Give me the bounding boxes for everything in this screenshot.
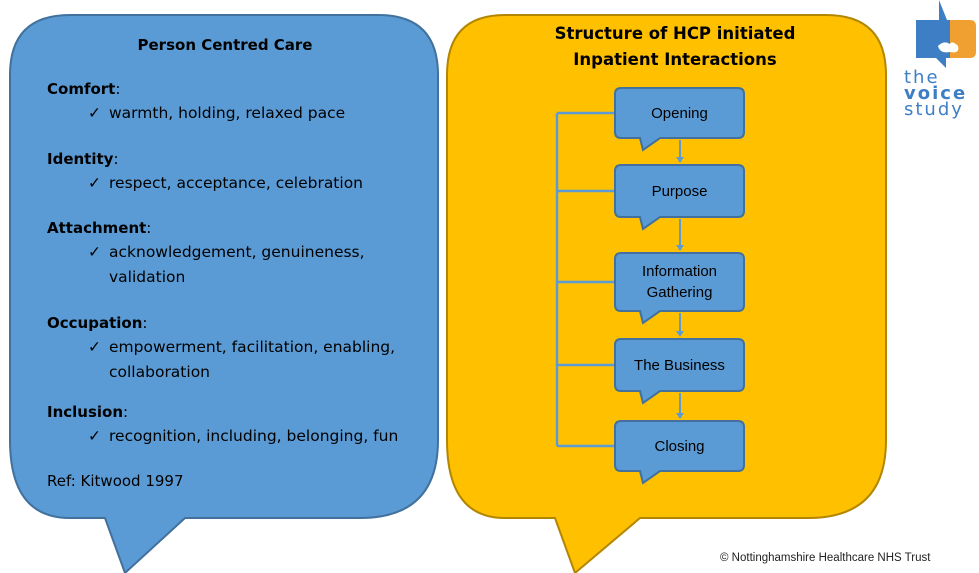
- reference-text: Ref: Kitwood 1997: [47, 472, 184, 490]
- flow-arrowhead: [676, 157, 684, 163]
- flow-step-label: Purpose: [651, 182, 708, 200]
- logo-text-study: study: [904, 99, 964, 120]
- flow-step-label: Closing: [654, 437, 705, 455]
- flow-step-box: [614, 338, 745, 405]
- colon: :: [123, 403, 129, 421]
- category-name: Comfort: [47, 80, 116, 98]
- left-panel-title: Person Centred Care: [137, 36, 313, 54]
- category-identity: Identity:: [47, 150, 119, 168]
- logo-text-voice: voice: [904, 83, 968, 104]
- item-identity: ✓ respect, acceptance, celebration: [88, 171, 418, 196]
- category-occupation: Occupation:: [47, 314, 147, 332]
- right-panel-title: Structure of HCP initiated Inpatient Int…: [554, 24, 796, 69]
- checkmark-icon: ✓: [88, 243, 101, 261]
- flow-step-box: [614, 420, 745, 485]
- voice-study-logo: [916, 0, 976, 68]
- category-name: Attachment: [47, 219, 147, 237]
- colon: :: [146, 219, 152, 237]
- item-occupation: ✓ empowerment, facilitation, enabling, co…: [88, 335, 418, 385]
- flow-step-label: The Business: [634, 356, 725, 374]
- item-text: warmth, holding, relaxed pace: [109, 104, 346, 122]
- checkmark-icon: ✓: [88, 427, 101, 445]
- flow-step-box: [614, 87, 745, 152]
- item-inclusion: ✓ recognition, including, belonging, fun: [88, 424, 428, 449]
- colon: :: [115, 80, 121, 98]
- item-attachment: ✓ acknowledgement, genuineness, validatio…: [88, 240, 388, 290]
- checkmark-icon: ✓: [88, 174, 101, 192]
- item-comfort: ✓ warmth, holding, relaxed pace: [88, 101, 418, 126]
- flow-step-label: Information Gathering: [641, 263, 718, 301]
- colon: :: [113, 150, 119, 168]
- category-comfort: Comfort:: [47, 80, 120, 98]
- copyright-notice: © Nottinghamshire Healthcare NHS Trust: [720, 552, 931, 564]
- category-name: Occupation: [47, 314, 143, 332]
- flow-step-box: [614, 164, 745, 231]
- item-text: recognition, including, belonging, fun: [109, 427, 399, 445]
- flow-diagram: [555, 87, 745, 485]
- category-inclusion: Inclusion:: [47, 403, 128, 421]
- item-text: respect, acceptance, celebration: [109, 174, 364, 192]
- category-name: Inclusion: [47, 403, 124, 421]
- checkmark-icon: ✓: [88, 104, 101, 122]
- item-text: empowerment, facilitation, enabling, col…: [109, 338, 396, 381]
- logo-text-the: the: [904, 67, 940, 88]
- flow-arrowhead: [676, 331, 684, 337]
- checkmark-icon: ✓: [88, 338, 101, 356]
- flow-step-box: [614, 252, 745, 325]
- flow-step-label: Opening: [651, 104, 708, 122]
- category-attachment: Attachment:: [47, 219, 151, 237]
- item-text: acknowledgement, genuineness, validation: [109, 243, 365, 286]
- left-speech-bubble: [9, 14, 439, 573]
- colon: :: [142, 314, 148, 332]
- category-name: Identity: [47, 150, 114, 168]
- flow-arrowhead: [676, 413, 684, 419]
- flow-arrowhead: [676, 245, 684, 251]
